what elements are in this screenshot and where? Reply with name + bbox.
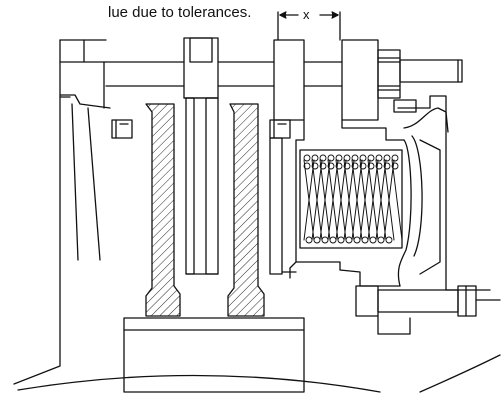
dimension-x-label: x: [303, 7, 310, 22]
friction-disc-2: [227, 103, 265, 317]
dimension-x: [277, 11, 341, 41]
piston-housing: [281, 119, 405, 287]
top-bolt: [377, 49, 463, 99]
friction-disc-1: [145, 103, 181, 317]
set-screws: [111, 119, 291, 139]
bottom-hub: [17, 317, 501, 393]
right-housing: [393, 95, 491, 291]
left-housing: [13, 39, 111, 385]
caption-text: lue due to tolerances.: [108, 4, 252, 21]
spline-posts: [183, 37, 379, 121]
spring-pack: [299, 149, 403, 249]
steel-plates: [185, 97, 283, 275]
top-bar: [105, 61, 401, 87]
bottom-bolt: [355, 285, 501, 335]
